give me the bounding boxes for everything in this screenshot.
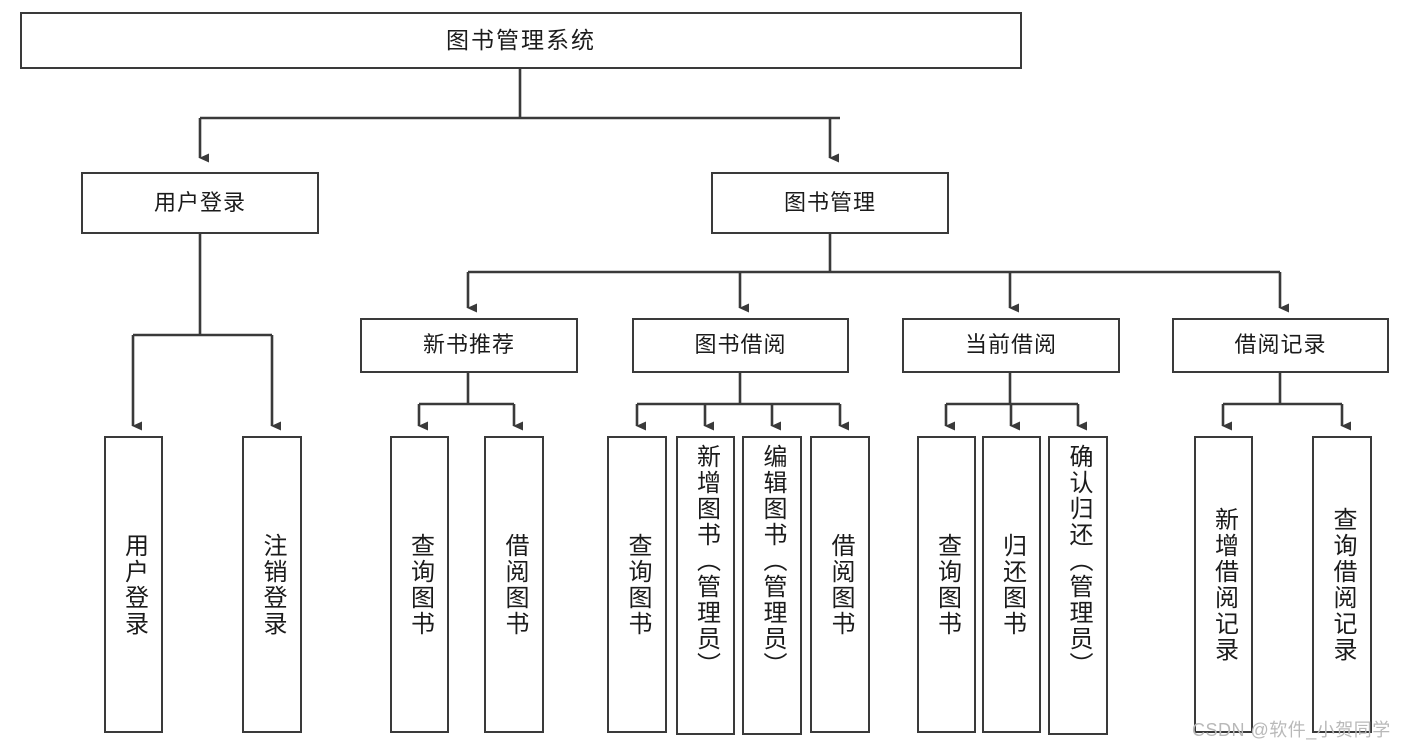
csdn-watermark: CSDN @软件_小贺同学 <box>1192 720 1391 740</box>
leaf-query-record[interactable]: 查询借阅记录 <box>1312 436 1372 733</box>
leaf-add-record-label: 新增借阅记录 <box>1210 506 1238 663</box>
node-user-login-label: 用户登录 <box>153 189 246 215</box>
leaf-borrow-book-1-label: 借阅图书 <box>500 532 528 637</box>
leaf-add-book[interactable]: 新增图书（管理员） <box>676 436 735 735</box>
node-book-manage-label: 图书管理 <box>783 189 876 215</box>
node-new-book-recommend-label: 新书推荐 <box>422 332 515 358</box>
node-user-login[interactable]: 用户登录 <box>81 172 319 234</box>
leaf-user-login-label: 用户登录 <box>120 532 148 637</box>
leaf-query-book-3[interactable]: 查询图书 <box>917 436 976 733</box>
node-current-borrow-label: 当前借阅 <box>964 332 1057 358</box>
leaf-add-book-label: 新增图书（管理员） <box>692 444 720 678</box>
leaf-add-record[interactable]: 新增借阅记录 <box>1194 436 1253 733</box>
leaf-logout-login[interactable]: 注销登录 <box>242 436 302 733</box>
leaf-confirm-return-label: 确认归还（管理员） <box>1064 444 1092 678</box>
node-new-book-recommend[interactable]: 新书推荐 <box>360 318 578 373</box>
leaf-query-book-1[interactable]: 查询图书 <box>390 436 449 733</box>
node-root-label: 图书管理系统 <box>446 26 596 53</box>
leaf-borrow-book-2[interactable]: 借阅图书 <box>810 436 870 733</box>
leaf-edit-book[interactable]: 编辑图书（管理员） <box>742 436 802 735</box>
leaf-user-login[interactable]: 用户登录 <box>104 436 163 733</box>
leaf-borrow-book-2-label: 借阅图书 <box>826 532 854 637</box>
node-borrow-record-label: 借阅记录 <box>1234 332 1327 358</box>
leaf-confirm-return[interactable]: 确认归还（管理员） <box>1048 436 1108 735</box>
node-borrow-record[interactable]: 借阅记录 <box>1172 318 1389 373</box>
node-current-borrow[interactable]: 当前借阅 <box>902 318 1120 373</box>
leaf-query-book-1-label: 查询图书 <box>406 532 434 637</box>
node-root[interactable]: 图书管理系统 <box>20 12 1022 69</box>
leaf-query-book-2[interactable]: 查询图书 <box>607 436 667 733</box>
leaf-logout-login-label: 注销登录 <box>258 532 286 637</box>
node-book-manage[interactable]: 图书管理 <box>711 172 949 234</box>
leaf-query-book-2-label: 查询图书 <box>623 532 651 637</box>
leaf-query-book-3-label: 查询图书 <box>933 532 961 637</box>
node-book-borrow-label: 图书借阅 <box>694 332 787 358</box>
leaf-return-book[interactable]: 归还图书 <box>982 436 1041 733</box>
leaf-edit-book-label: 编辑图书（管理员） <box>758 444 786 678</box>
leaf-borrow-book-1[interactable]: 借阅图书 <box>484 436 544 733</box>
node-book-borrow[interactable]: 图书借阅 <box>632 318 849 373</box>
leaf-return-book-label: 归还图书 <box>998 532 1026 637</box>
leaf-query-record-label: 查询借阅记录 <box>1328 506 1356 663</box>
